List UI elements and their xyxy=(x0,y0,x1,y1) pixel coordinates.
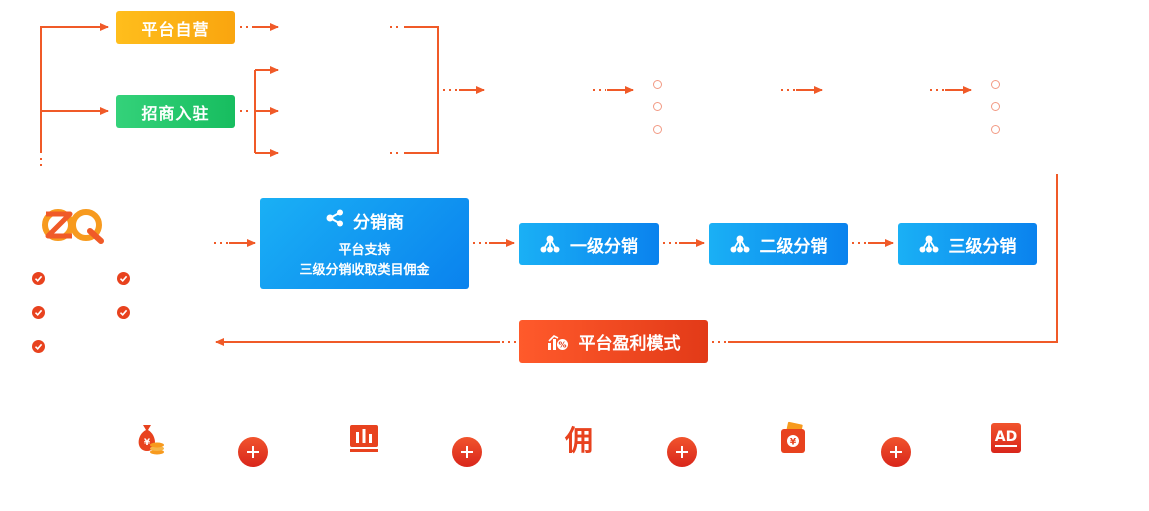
check-icon xyxy=(32,340,45,353)
level-1-box[interactable]: 一级分销 xyxy=(519,223,659,265)
brand-logo xyxy=(40,205,104,245)
ad-glyph: AD xyxy=(994,428,1018,447)
commission-icon: 佣 xyxy=(561,421,597,457)
self-run-tag[interactable]: 平台自营 xyxy=(116,11,235,44)
status-ring xyxy=(991,125,1000,134)
check-icon xyxy=(32,306,45,319)
status-ring xyxy=(653,80,662,89)
level-3-box[interactable]: 三级分销 xyxy=(898,223,1037,265)
hierarchy-icon xyxy=(540,235,560,253)
status-ring xyxy=(653,102,662,111)
status-ring xyxy=(991,80,1000,89)
svg-text:¥: ¥ xyxy=(144,438,151,448)
profit-model-box[interactable]: % 平台盈利模式 xyxy=(519,320,708,363)
profit-label: 平台盈利模式 xyxy=(578,334,681,353)
merchant-label: 招商入驻 xyxy=(141,105,210,123)
plus-icon xyxy=(667,437,697,467)
money-bag-icon: ¥ xyxy=(131,421,167,455)
hierarchy-icon xyxy=(919,235,939,253)
bar-chart-icon xyxy=(347,423,381,453)
red-envelope-icon: ¥ xyxy=(776,421,810,455)
distributor-title-row: 分销商 xyxy=(325,208,404,233)
level-2-label: 二级分销 xyxy=(759,236,828,256)
distributor-line1: 平台支持 xyxy=(338,241,391,257)
plus-icon xyxy=(452,437,482,467)
level-1-label: 一级分销 xyxy=(570,236,638,256)
status-ring xyxy=(653,125,662,134)
distributor-line2: 三级分销收取类目佣金 xyxy=(299,261,430,277)
ad-icon: AD xyxy=(990,422,1022,454)
plus-icon xyxy=(881,437,911,467)
check-icon xyxy=(32,272,45,285)
distributor-box[interactable]: 分销商 平台支持 三级分销收取类目佣金 xyxy=(260,198,469,289)
commission-glyph: 佣 xyxy=(564,424,593,457)
level-2-box[interactable]: 二级分销 xyxy=(709,223,848,265)
level-3-label: 三级分销 xyxy=(948,236,1017,256)
distributor-title: 分销商 xyxy=(353,212,404,232)
profit-icon: % xyxy=(547,333,569,351)
self-run-label: 平台自营 xyxy=(141,21,210,39)
check-icon xyxy=(117,272,130,285)
plus-icon xyxy=(238,437,268,467)
svg-text:%: % xyxy=(558,340,566,349)
hierarchy-icon xyxy=(730,235,750,253)
svg-text:¥: ¥ xyxy=(790,438,797,448)
status-ring xyxy=(991,102,1000,111)
share-icon xyxy=(325,209,345,232)
merchant-tag[interactable]: 招商入驻 xyxy=(116,95,235,128)
check-icon xyxy=(117,306,130,319)
